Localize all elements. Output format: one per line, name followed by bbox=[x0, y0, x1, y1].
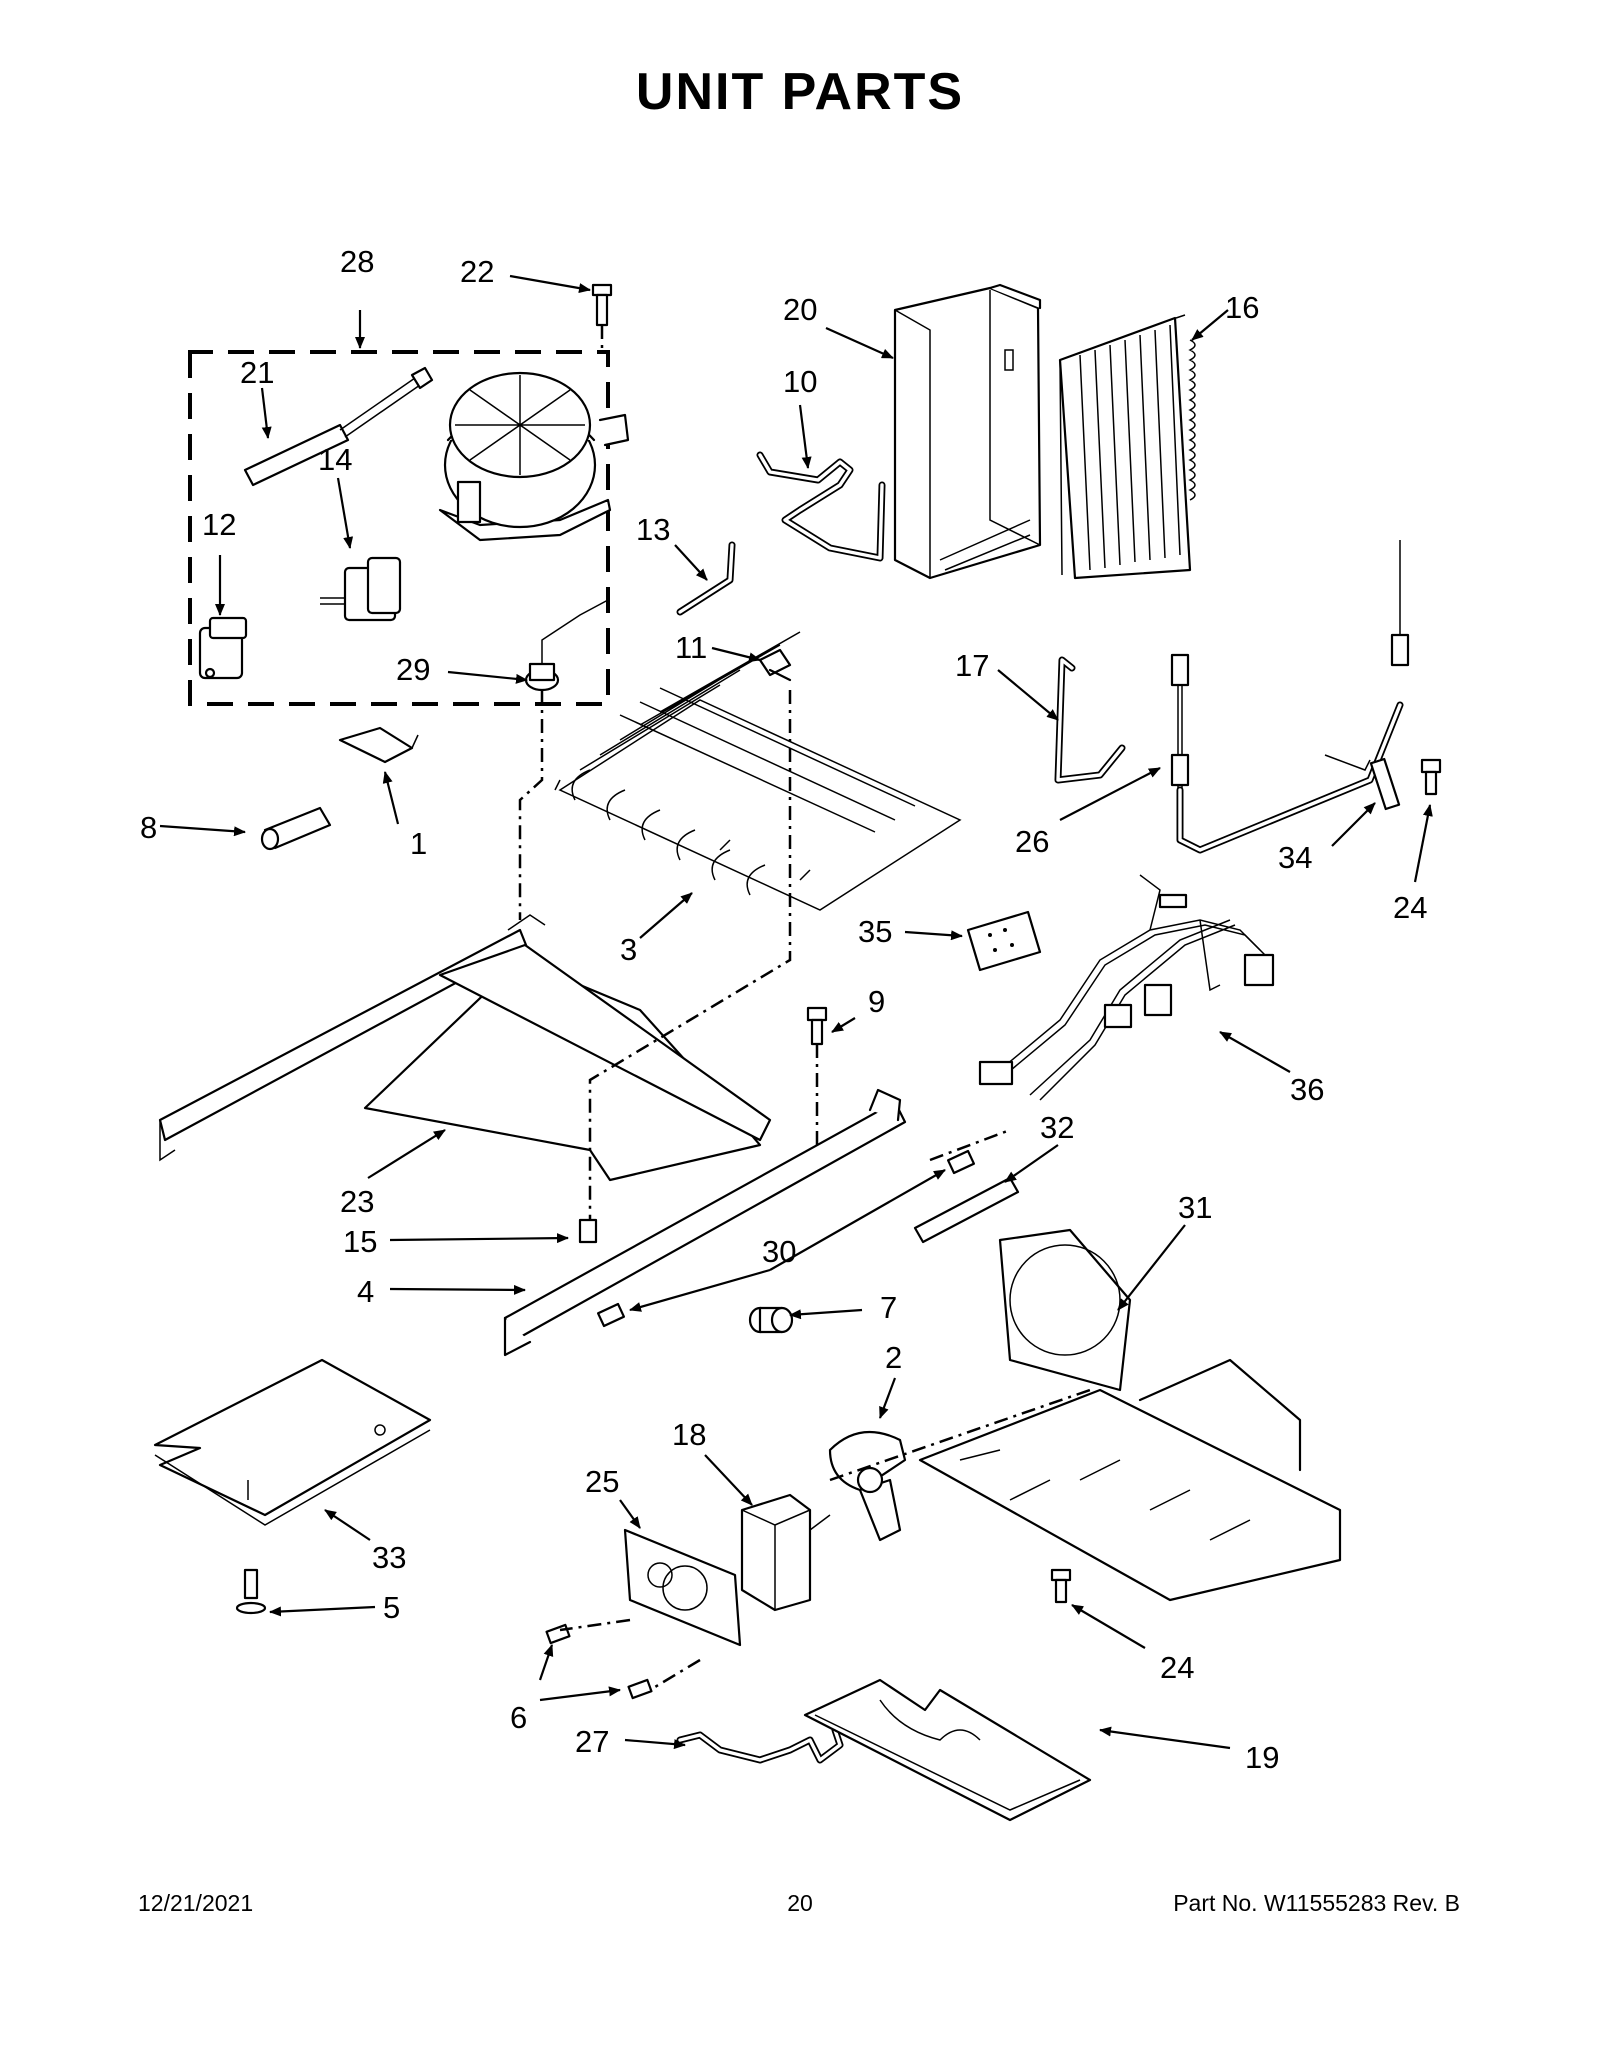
callout-35: 35 bbox=[858, 914, 892, 949]
cover-33-part[interactable] bbox=[153, 1358, 432, 1526]
callout-36: 36 bbox=[1290, 1072, 1324, 1107]
callout-17: 17 bbox=[955, 648, 989, 683]
callout-18: 18 bbox=[672, 1417, 706, 1452]
callout-31: 31 bbox=[1178, 1190, 1212, 1225]
callout-12: 12 bbox=[202, 507, 236, 542]
callout-3: 3 bbox=[620, 932, 637, 967]
screw-15-part[interactable] bbox=[578, 1218, 598, 1244]
callout-9: 9 bbox=[868, 984, 885, 1019]
callout-32: 32 bbox=[1040, 1110, 1074, 1145]
grommet-part[interactable] bbox=[524, 599, 609, 692]
motor-bracket-part[interactable] bbox=[623, 1528, 742, 1647]
clip-11-part[interactable] bbox=[758, 648, 792, 682]
evaporator-coil-part[interactable] bbox=[554, 631, 962, 911]
callout-19: 19 bbox=[1245, 1740, 1279, 1775]
callout-30: 30 bbox=[762, 1234, 796, 1269]
callout-6: 6 bbox=[510, 1700, 527, 1735]
callout-10: 10 bbox=[783, 364, 817, 399]
compressor-part[interactable] bbox=[438, 371, 630, 542]
callout-15: 15 bbox=[343, 1224, 377, 1259]
overload-tube-part[interactable] bbox=[243, 366, 434, 487]
fan-blade-part[interactable] bbox=[828, 1430, 907, 1542]
callout-11: 11 bbox=[675, 630, 707, 665]
fan-shroud-part[interactable] bbox=[918, 1228, 1342, 1602]
plate-35-part[interactable] bbox=[966, 910, 1042, 972]
callout-8: 8 bbox=[140, 810, 157, 845]
page-title: UNIT PARTS bbox=[635, 63, 965, 121]
callout-21: 21 bbox=[240, 355, 274, 390]
footer-date: 12/21/2021 bbox=[138, 1890, 254, 1916]
run-capacitor-part[interactable] bbox=[198, 616, 248, 680]
condenser-bracket-part[interactable] bbox=[893, 283, 1042, 580]
spacer-7-part[interactable] bbox=[748, 1306, 794, 1334]
strip-32-part[interactable] bbox=[913, 1176, 1020, 1244]
footer-part-number: Part No. W11555283 Rev. B bbox=[1173, 1890, 1460, 1916]
callout-14: 14 bbox=[318, 442, 352, 477]
rail-4-part[interactable] bbox=[503, 1088, 907, 1357]
bracket-1-part[interactable] bbox=[338, 726, 419, 764]
callout-24-top: 24 bbox=[1393, 890, 1427, 925]
screw-24-bottom-part[interactable] bbox=[1050, 1568, 1072, 1604]
screw-9-part[interactable] bbox=[806, 1006, 828, 1046]
screw-22-part[interactable] bbox=[591, 283, 613, 327]
callout-29: 29 bbox=[396, 652, 430, 687]
start-relay-part[interactable] bbox=[320, 556, 402, 622]
condenser-tube-10-part[interactable] bbox=[756, 451, 886, 562]
fan-motor-part[interactable] bbox=[740, 1493, 831, 1612]
callout-4: 4 bbox=[357, 1274, 374, 1309]
clip-34-part[interactable] bbox=[1324, 754, 1401, 811]
screw-24-top-part[interactable] bbox=[1420, 758, 1442, 796]
foot-5-part[interactable] bbox=[235, 1568, 267, 1615]
callout-25: 25 bbox=[585, 1464, 619, 1499]
callout-16: 16 bbox=[1225, 290, 1259, 325]
tube-17-part[interactable] bbox=[1054, 656, 1126, 784]
callout-2: 2 bbox=[885, 1340, 902, 1375]
tube-13-part[interactable] bbox=[676, 541, 736, 616]
callout-13: 13 bbox=[636, 512, 670, 547]
condenser-coil-part[interactable] bbox=[1058, 314, 1196, 580]
thermistor-part[interactable] bbox=[1170, 540, 1410, 854]
wire-harness-part[interactable] bbox=[978, 874, 1275, 1101]
callout-22: 22 bbox=[460, 254, 494, 289]
footer-page-number: 20 bbox=[787, 1890, 813, 1916]
screw-6-part[interactable] bbox=[545, 1623, 653, 1700]
sleeve-8-part[interactable] bbox=[260, 806, 332, 851]
callout-27: 27 bbox=[575, 1724, 609, 1759]
screw-30-part[interactable] bbox=[596, 1149, 976, 1328]
callout-5: 5 bbox=[383, 1590, 400, 1625]
callout-34: 34 bbox=[1278, 840, 1312, 875]
callout-28: 28 bbox=[340, 244, 374, 279]
callout-7: 7 bbox=[880, 1290, 897, 1325]
drain-pan-part[interactable] bbox=[803, 1678, 1092, 1822]
callout-33: 33 bbox=[372, 1540, 406, 1575]
callout-23: 23 bbox=[340, 1184, 374, 1219]
callout-24-bottom: 24 bbox=[1160, 1650, 1194, 1685]
callout-1: 1 bbox=[410, 826, 427, 861]
callout-20: 20 bbox=[783, 292, 817, 327]
base-frame-part[interactable] bbox=[158, 914, 772, 1182]
callout-26: 26 bbox=[1015, 824, 1049, 859]
